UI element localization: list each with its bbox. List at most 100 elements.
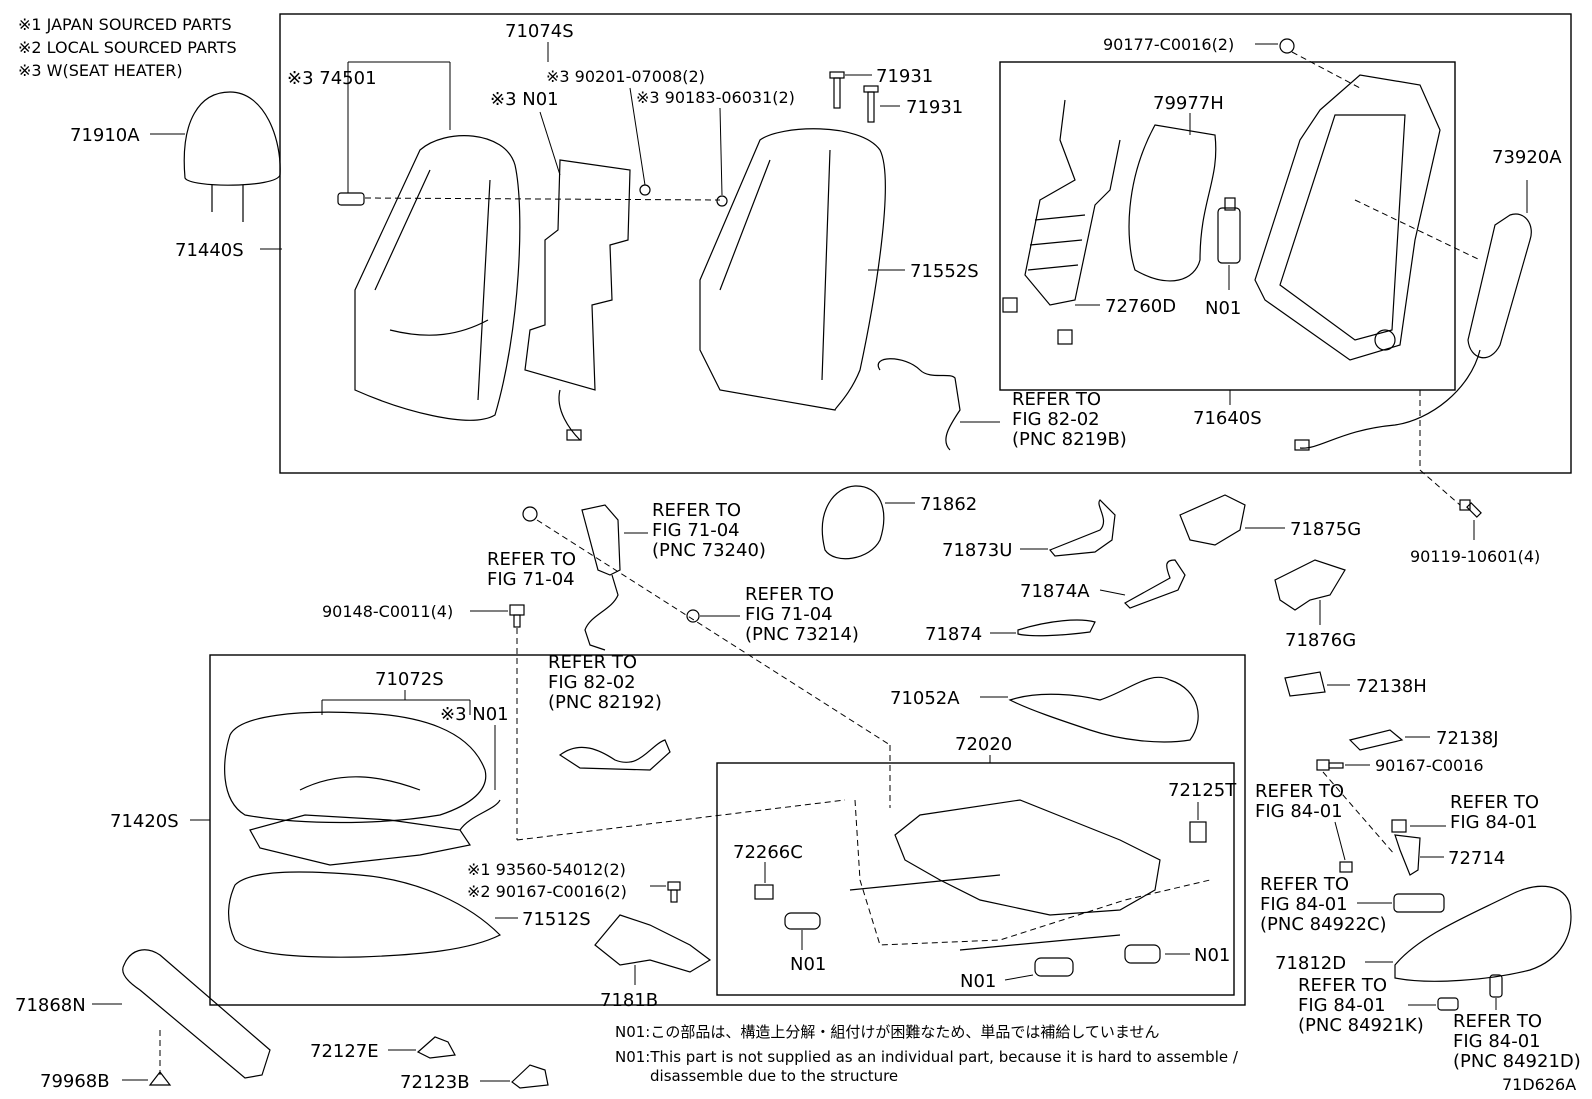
part-90148: 90148-C0011(4) [322,602,453,621]
cushion-group-box [209,654,1246,1006]
part-71931-upper: 71931 [876,66,933,87]
cover-72138J [1348,729,1404,751]
cover-72138H [1284,671,1326,697]
note-english-line1: N01:This part is not supplied as an indi… [615,1048,1239,1066]
cushion-harness-part [558,739,671,771]
part-71874: 71874 [925,624,982,645]
ref-8401b-line2: FIG 84-01 [1450,812,1538,833]
ref-84921D-line1: REFER TO [1453,1011,1542,1032]
part-71052A: 71052A [890,688,960,709]
lumbar-bracket-part [1002,99,1121,345]
part-N01-motor-c: N01 [1194,945,1230,966]
legend-local: ※2 LOCAL SOURCED PARTS [18,38,237,57]
seatback-frame-part [1254,74,1441,361]
motor-N01-a [784,912,821,930]
clip-72127E [416,1036,456,1059]
bracket-7181B [594,914,712,973]
part-71074S: 71074S [505,21,574,42]
seatback-cover-part [337,135,521,421]
frame-subgroup-box [999,61,1456,391]
part-71640S: 71640S [1193,408,1262,429]
part-7181B: 7181B [600,990,658,1011]
clip-72123B [511,1064,549,1089]
part-71931-lower: 71931 [906,97,963,118]
ref-8401a-line2: FIG 84-01 [1255,801,1343,822]
part-71868N: 71868N [15,995,86,1016]
ref-84921D-line3: (PNC 84921D) [1453,1051,1581,1072]
sensor-72125T [1189,821,1207,843]
part-71862: 71862 [920,494,977,515]
washer-73214 [686,609,700,623]
bolt-90148 [509,604,525,628]
cover-71862 [821,485,885,560]
ref-84921D-line2: FIG 84-01 [1453,1031,1541,1052]
part-71812D: 71812D [1275,953,1346,974]
screw-ref-8401a [1339,861,1353,873]
cover-71873U [1049,499,1116,557]
part-71910A: 71910A [70,125,140,146]
ref-7104-line2: FIG 71-04 [487,569,575,590]
part-71875G: 71875G [1290,519,1361,540]
part-71420S: 71420S [110,811,179,832]
side-shield-part [1394,885,1572,982]
cover-71874A [1124,559,1186,609]
cushion-heater-mat [249,814,471,866]
back-wire-harness-part [877,358,961,451]
part-72123B: 72123B [400,1072,470,1093]
part-N01-motor-a: N01 [790,954,826,975]
adjuster-subgroup-box [716,762,1235,996]
part-71512S: 71512S [522,909,591,930]
ref-8219B-line3: (PNC 8219B) [1012,429,1127,450]
clip-79968B [148,1071,172,1086]
seatback-group-box [279,13,1572,474]
cover-71875G [1179,494,1246,546]
part-72138J: 72138J [1436,728,1499,749]
ref-84921K-line1: REFER TO [1298,975,1387,996]
ref-82192-line2: FIG 82-02 [548,672,636,693]
legend-seat-heater: ※3 W(SEAT HEATER) [18,61,183,80]
part-72125T: 72125T [1168,780,1237,801]
part-79968B: 79968B [40,1071,110,1092]
ref-82192-line1: REFER TO [548,652,637,673]
harness-71052A [1008,676,1199,743]
part-71874A: 71874A [1020,581,1090,602]
ref-84922C-line1: REFER TO [1260,874,1349,895]
ref-7104-line1: REFER TO [487,549,576,570]
motor-N01-c [1124,944,1161,964]
part-N01-motor-b: N01 [960,971,996,992]
back-heater-mat-part [524,159,631,441]
switch-84922C [1393,893,1445,913]
part-72020: 72020 [955,734,1012,755]
bracket-71876G [1274,559,1346,611]
bolt-90167 [1316,759,1344,771]
ref-84921K-line3: (PNC 84921K) [1298,1015,1424,1036]
ref-73240-line1: REFER TO [652,500,741,521]
ref-8219B-line1: REFER TO [1012,389,1101,410]
cushion-pad-part [228,871,502,958]
seatbelt-buckle-part [581,504,621,651]
seat-adjuster-part [849,799,1161,951]
part-93560: ※1 93560-54012(2) [467,860,626,879]
front-cover-71868N [122,949,271,1079]
part-71873U: 71873U [942,540,1012,561]
screw-ref-8401b [1391,819,1407,833]
part-72714: 72714 [1448,848,1505,869]
nut-90177 [1279,38,1295,54]
part-72266C: 72266C [733,842,803,863]
ref-84921K-line2: FIG 84-01 [1298,995,1386,1016]
cover-71874 [1017,619,1096,637]
part-90201: ※3 90201-07008(2) [546,67,705,86]
part-90167-local: ※2 90167-C0016(2) [467,882,627,901]
heater-pad-79977H [1128,124,1217,282]
ref-82192-line3: (PNC 82192) [548,692,662,713]
knob-84921K [1437,997,1459,1011]
bolt-90119 [1459,499,1482,518]
ref-84922C-line3: (PNC 84922C) [1260,914,1386,935]
part-72127E: 72127E [310,1041,379,1062]
figure-id: 71D626A [1502,1075,1576,1094]
note-english-line2: disassemble due to the structure [650,1067,898,1085]
bolt-71931-upper [829,71,845,109]
ref-73240-line2: FIG 71-04 [652,520,740,541]
nut-upper [522,506,538,522]
ref-8219B-line2: FIG 82-02 [1012,409,1100,430]
